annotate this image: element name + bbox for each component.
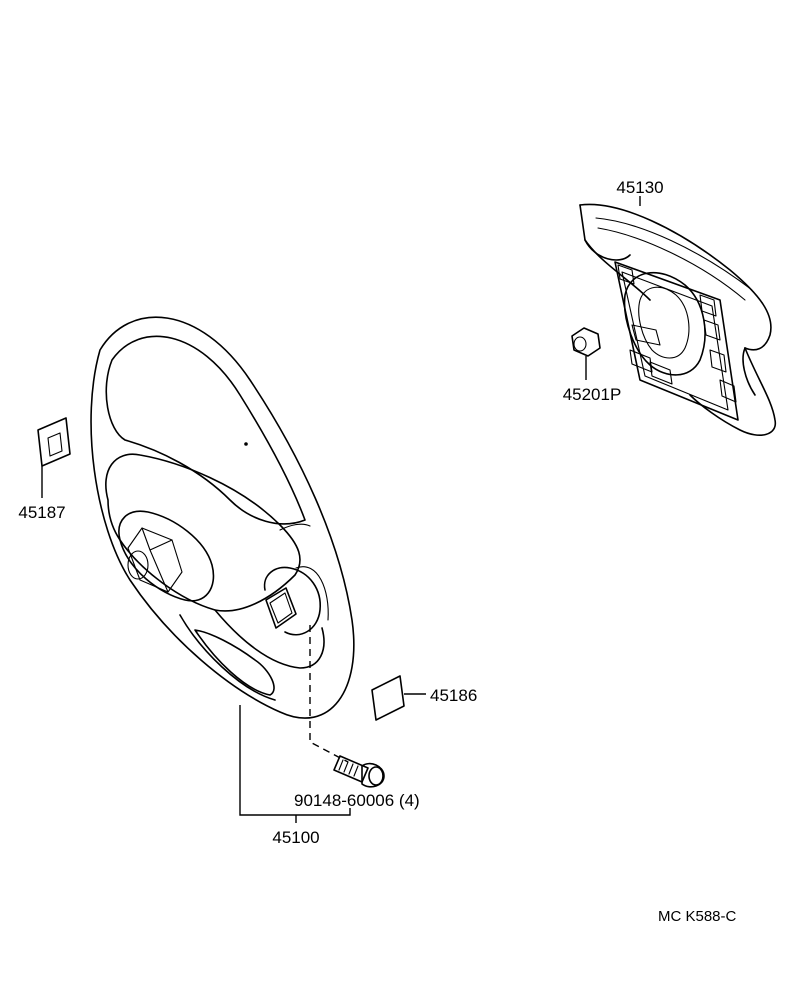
part-number-45187: 45187 — [18, 503, 65, 522]
part-number-45100: 45100 — [272, 828, 319, 847]
steering-wheel-icon — [90, 316, 355, 719]
diagram-reference-code: MC K588-C — [658, 908, 737, 925]
part-number-45130: 45130 — [616, 178, 663, 197]
bolt-leader-dashed — [309, 625, 349, 763]
cover-plate-icon — [37, 417, 71, 467]
airbag-cover-icon — [579, 203, 776, 436]
part-number-45186: 45186 — [430, 686, 477, 705]
nut-icon — [571, 327, 601, 357]
cover-plate-icon — [371, 675, 405, 721]
steering-wheel-bracket — [239, 705, 351, 816]
part-number-90148-60006: 90148-60006 (4) — [294, 791, 420, 810]
bolt-icon — [333, 755, 385, 788]
part-number-45201P: 45201P — [563, 385, 622, 404]
